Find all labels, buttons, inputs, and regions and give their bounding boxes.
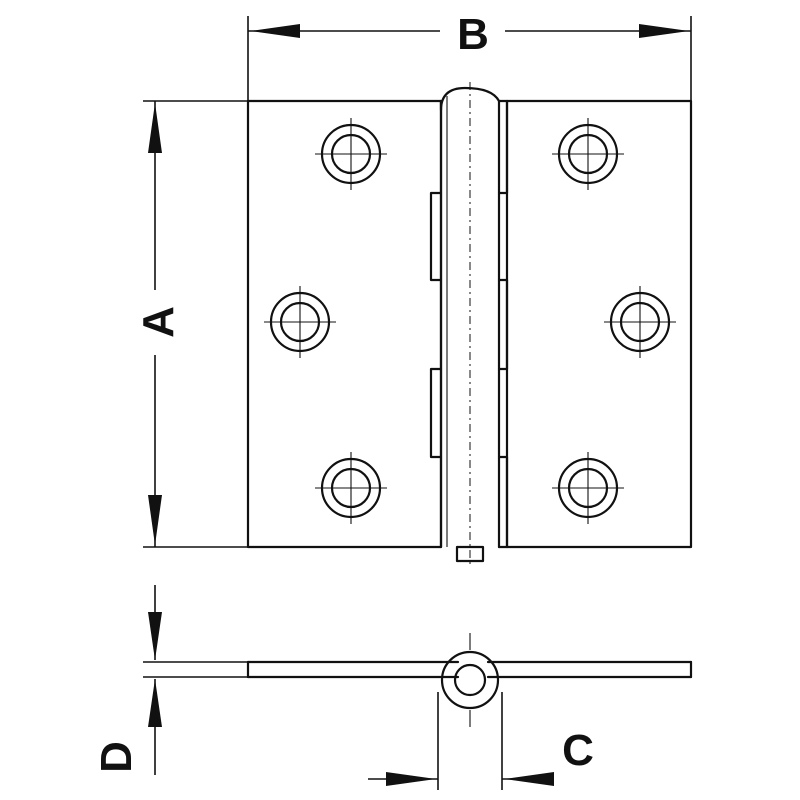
left-leaf [246,99,443,549]
hinge-barrel [429,82,509,566]
screw-hole [315,452,387,524]
pin-section [453,663,487,697]
arrow-head [148,612,162,660]
screw-hole [552,452,624,524]
dimension-a: A [134,100,248,548]
hinge-side-view [246,633,693,727]
arrow-head [148,679,162,727]
screw-hole [264,286,336,358]
arrow-head [504,772,554,786]
screw-hole [604,286,676,358]
arrow-head [639,24,689,38]
hinge-front-view [246,82,693,566]
screw-hole [315,118,387,190]
dimension-c: C [368,692,594,790]
dimension-b-label: B [457,10,489,59]
arrow-head [386,772,436,786]
dimension-b: B [247,10,692,101]
arrow-head [148,103,162,153]
dimension-d: D [92,585,248,775]
dimension-d-label: D [92,741,141,773]
arrow-head [250,24,300,38]
dimension-c-label: C [562,726,594,775]
arrow-head [148,495,162,545]
right-leaf [505,99,693,549]
knuckle-outer [440,650,500,710]
screw-holes [264,118,676,524]
dimension-a-label: A [134,306,183,338]
screw-hole [552,118,624,190]
